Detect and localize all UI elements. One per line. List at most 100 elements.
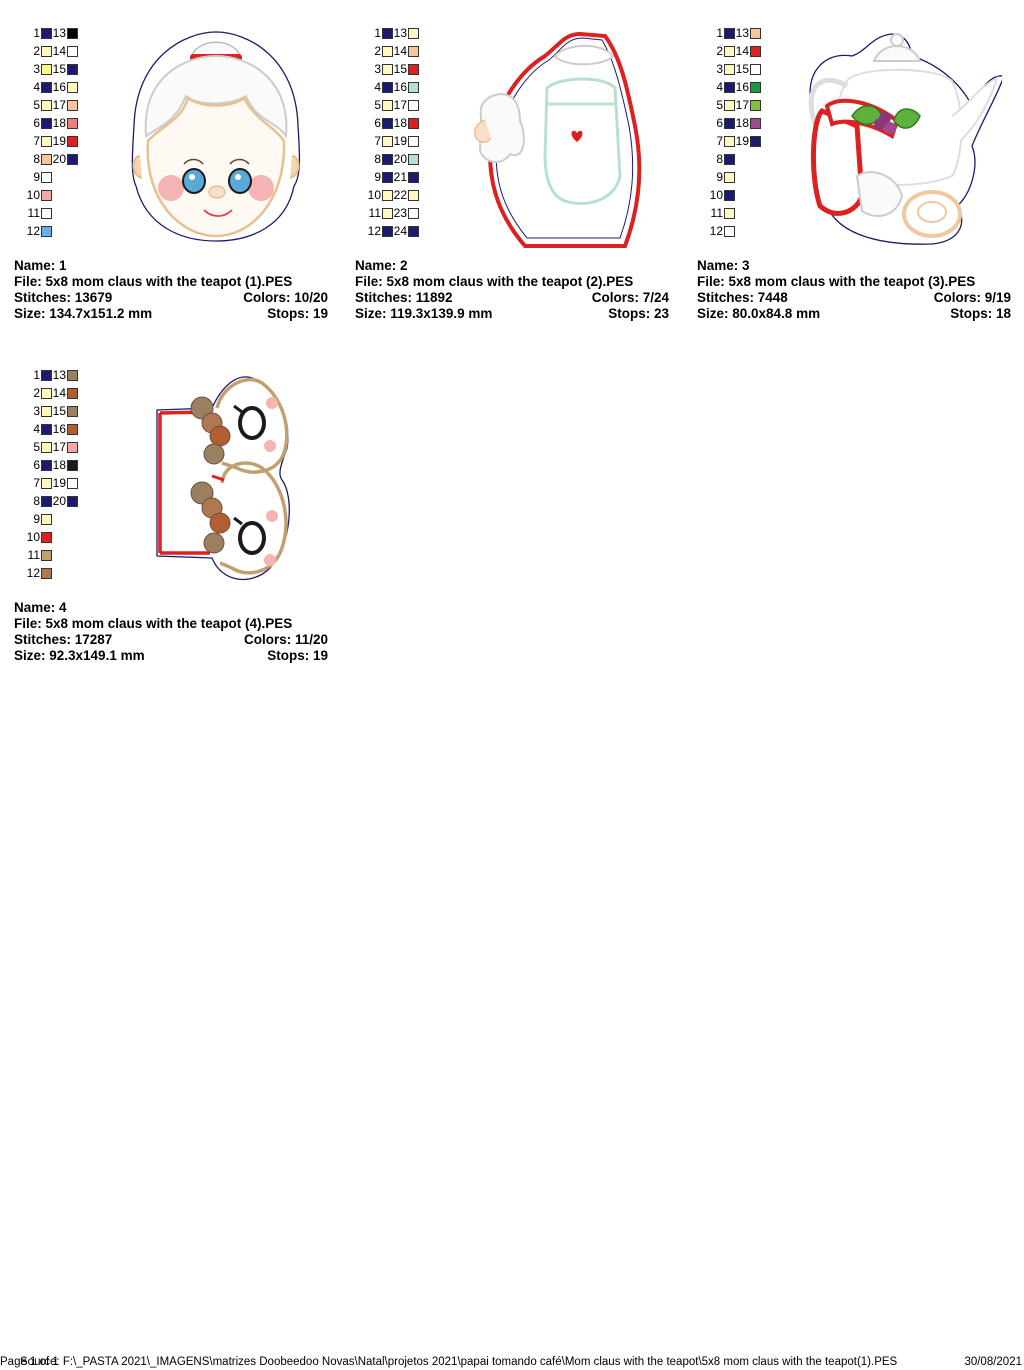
color-swatch [41,405,52,417]
thread-number: 20 [393,152,407,166]
palette-row: 9 [697,170,735,184]
color-swatch [382,99,393,111]
thread-number: 10 [26,188,40,202]
thread-number: 2 [374,44,381,58]
thread-number: 11 [368,206,381,220]
design-colors: Colors: 9/19 [933,290,1011,305]
thread-number: 9 [716,170,723,184]
color-swatch [382,27,393,39]
color-swatch [724,189,735,201]
thread-number: 21 [393,170,407,184]
color-swatch [41,135,52,147]
color-swatch [67,135,78,147]
thread-number: 6 [33,116,40,130]
thread-number: 14 [393,44,407,58]
color-swatch [41,441,52,453]
thread-number: 9 [33,170,40,184]
color-swatch [724,117,735,129]
thread-number: 8 [33,494,40,508]
color-swatch [67,441,78,453]
palette-row: 10 [697,188,735,202]
color-swatch [41,513,52,525]
design-size: Size: 134.7x151.2 mm [14,306,153,321]
color-swatch [41,189,52,201]
color-swatch [408,135,419,147]
color-swatch [382,171,393,183]
palette-row: 12 [697,224,735,238]
color-swatch [382,117,393,129]
thread-number: 13 [52,368,66,382]
color-swatch [382,81,393,93]
color-swatch [67,45,78,57]
color-swatch [67,477,78,489]
design-preview-4 [156,376,290,581]
color-swatch [408,207,419,219]
thread-number: 3 [716,62,723,76]
thread-number: 15 [735,62,749,76]
design-name: Name: 1 [14,258,67,273]
color-swatch [408,117,419,129]
thread-number: 17 [735,98,749,112]
design-file: File: 5x8 mom claus with the teapot (1).… [14,274,293,289]
thread-number: 16 [393,80,407,94]
thread-number: 14 [735,44,749,58]
design-name: Name: 4 [14,600,67,615]
color-swatch [67,99,78,111]
thread-number: 2 [716,44,723,58]
thread-number: 11 [27,548,40,562]
color-swatch [41,81,52,93]
design-preview-2 [473,31,642,248]
color-swatch [41,117,52,129]
thread-number: 8 [33,152,40,166]
color-swatch [750,99,761,111]
thread-number: 14 [52,386,66,400]
design-stops: Stops: 19 [267,306,328,321]
design-stops: Stops: 19 [267,648,328,663]
color-swatch [750,45,761,57]
design-info-1: Name: 1 File: 5x8 mom claus with the tea… [14,258,328,322]
design-preview-1 [131,31,301,242]
color-swatch [41,423,52,435]
palette-row: 9 [14,170,52,184]
thread-number: 18 [52,116,66,130]
thread-number: 16 [735,80,749,94]
palette-row: 11 [14,206,52,220]
color-swatch [724,207,735,219]
color-swatch [724,63,735,75]
color-swatch [724,153,735,165]
thread-number: 15 [393,62,407,76]
color-swatch [408,45,419,57]
thread-number: 6 [33,458,40,472]
palette-row: 10 [14,530,52,544]
design-preview-3 [808,33,1002,245]
palette-row: 8 [697,152,735,166]
color-swatch [41,459,52,471]
color-swatch [724,81,735,93]
design-size: Size: 80.0x84.8 mm [697,306,821,321]
design-file: File: 5x8 mom claus with the teapot (2).… [355,274,634,289]
color-swatch [724,171,735,183]
design-file: File: 5x8 mom claus with the teapot (3).… [697,274,976,289]
color-swatch [382,189,393,201]
thread-number: 5 [33,440,40,454]
color-swatch [41,369,52,381]
palette-row: 11 [697,206,735,220]
